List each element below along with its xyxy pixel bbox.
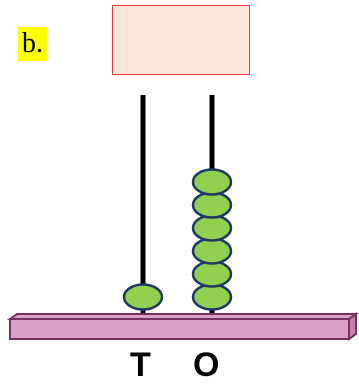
tens-label: T (130, 346, 151, 384)
bead-O (191, 260, 233, 288)
bead-O (191, 191, 233, 219)
abacus-base (6, 312, 359, 341)
ones-label: O (193, 346, 220, 384)
answer-box[interactable] (112, 5, 250, 75)
bead-T (122, 283, 164, 311)
abacus-base-side (348, 312, 357, 341)
bead-O (191, 168, 233, 196)
abacus-beads (122, 168, 233, 311)
question-label: b. (18, 27, 47, 61)
bead-O (191, 237, 233, 265)
bead-O (191, 214, 233, 242)
abacus-base-front (9, 318, 350, 340)
bead-O (191, 283, 233, 311)
